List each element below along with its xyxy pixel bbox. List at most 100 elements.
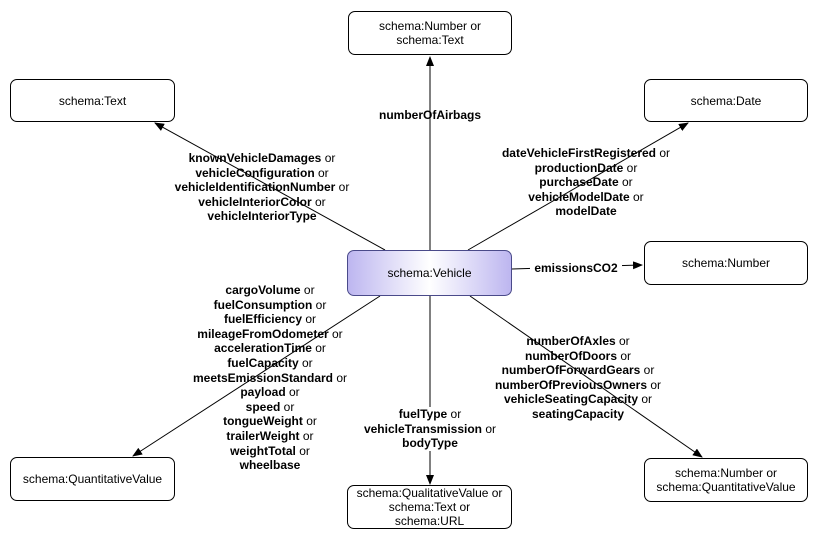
property-name: tongueWeight bbox=[223, 414, 303, 429]
property-name: payload bbox=[240, 385, 286, 400]
or-connector: or bbox=[335, 180, 350, 195]
or-connector: or bbox=[312, 297, 327, 312]
edge-label-row: numberOfDoors or bbox=[489, 349, 667, 364]
node-date[interactable]: schema:Date bbox=[644, 79, 808, 122]
edge-label-row: vehicleInteriorType bbox=[166, 209, 358, 224]
property-name: wheelbase bbox=[239, 458, 301, 473]
property-name: knownVehicleDamages bbox=[188, 151, 322, 165]
edge-label-row: tongueWeight or bbox=[188, 414, 352, 429]
edge-label-row: fuelCapacity or bbox=[188, 356, 352, 371]
edge-label-top: numberOfAirbags bbox=[378, 108, 482, 123]
edge-label-row: dateVehicleFirstRegistered or bbox=[494, 146, 678, 161]
node-text-label: schema:Text bbox=[58, 93, 127, 108]
edge-line-topleft bbox=[154, 122, 386, 251]
property-name: accelerationTime bbox=[214, 341, 312, 356]
edge-label-row: emissionsCO2 bbox=[530, 261, 622, 276]
property-name: vehicleInteriorColor bbox=[198, 194, 312, 209]
or-connector: or bbox=[298, 355, 313, 370]
property-name: numberOfForwardGears bbox=[501, 363, 641, 378]
edge-line-topright bbox=[467, 122, 689, 251]
property-name: speed bbox=[245, 399, 281, 414]
edge-label-row: vehicleTransmission or bbox=[357, 422, 503, 437]
property-name: vehicleInteriorType bbox=[207, 209, 317, 224]
or-connector: or bbox=[302, 312, 317, 327]
property-name: emissionsCO2 bbox=[534, 261, 618, 275]
property-name: productionDate bbox=[534, 160, 624, 175]
node-number-or-quantitative-label: schema:Number or schema:QuantitativeValu… bbox=[656, 466, 796, 494]
node-quantitative-value-label: schema:QuantitativeValue bbox=[22, 472, 163, 486]
edge-label-row: weightTotal or bbox=[188, 444, 352, 459]
edge-label-row: knownVehicleDamages or bbox=[166, 151, 358, 166]
or-connector: or bbox=[656, 146, 671, 160]
node-text[interactable]: schema:Text bbox=[10, 79, 175, 122]
property-name: purchaseDate bbox=[539, 175, 619, 190]
node-number-or-text-label: schema:Number or schema:Text bbox=[378, 19, 482, 47]
edge-label-row: bodyType bbox=[357, 436, 503, 451]
or-connector: or bbox=[321, 151, 336, 165]
property-name: modelDate bbox=[555, 204, 617, 219]
edge-label-row: fuelType or bbox=[357, 407, 503, 422]
edge-label-row: wheelbase bbox=[188, 458, 352, 473]
node-number-or-text[interactable]: schema:Number or schema:Text bbox=[348, 11, 512, 55]
or-connector: or bbox=[482, 421, 497, 436]
edge-label-row: accelerationTime or bbox=[188, 341, 352, 356]
edge-label-row: vehicleModelDate or bbox=[494, 190, 678, 205]
or-connector: or bbox=[640, 363, 655, 378]
node-number-label: schema:Number bbox=[681, 256, 771, 270]
or-connector: or bbox=[295, 443, 310, 458]
node-qualitative-text-url[interactable]: schema:QualitativeValue or schema:Text o… bbox=[347, 485, 512, 529]
or-connector: or bbox=[299, 428, 314, 443]
property-name: vehicleModelDate bbox=[528, 189, 630, 204]
node-date-label: schema:Date bbox=[690, 93, 762, 108]
edge-label-row: numberOfAirbags bbox=[378, 108, 482, 123]
property-name: vehicleTransmission bbox=[363, 421, 483, 436]
node-number-or-quantitative[interactable]: schema:Number or schema:QuantitativeValu… bbox=[644, 458, 808, 502]
edge-label-row: vehicleInteriorColor or bbox=[166, 195, 358, 210]
edge-label-row: trailerWeight or bbox=[188, 429, 352, 444]
or-connector: or bbox=[647, 377, 662, 392]
or-connector: or bbox=[447, 407, 462, 421]
or-connector: or bbox=[629, 189, 644, 204]
or-connector: or bbox=[618, 175, 633, 190]
or-connector: or bbox=[617, 348, 632, 363]
or-connector: or bbox=[302, 414, 317, 429]
node-vehicle[interactable]: schema:Vehicle bbox=[347, 250, 512, 296]
edge-label-row: meetsEmissionStandard or bbox=[188, 371, 352, 386]
edge-label-row: payload or bbox=[188, 385, 352, 400]
node-number[interactable]: schema:Number bbox=[644, 241, 808, 285]
or-connector: or bbox=[285, 385, 300, 400]
edge-label-row: speed or bbox=[188, 400, 352, 415]
property-name: bodyType bbox=[402, 436, 458, 451]
node-vehicle-label: schema:Vehicle bbox=[387, 266, 472, 280]
property-name: fuelCapacity bbox=[227, 355, 299, 370]
property-name: weightTotal bbox=[230, 443, 296, 458]
edge-label-row: vehicleIdentificationNumber or bbox=[166, 180, 358, 195]
property-name: vehicleConfiguration bbox=[195, 165, 315, 180]
or-connector: or bbox=[314, 165, 329, 180]
or-connector: or bbox=[328, 326, 343, 341]
property-name: fuelType bbox=[398, 407, 448, 421]
edge-line-bottomright bbox=[469, 295, 703, 458]
edge-label-row: numberOfAxles or bbox=[489, 334, 667, 349]
or-connector: or bbox=[333, 370, 348, 385]
edge-label-row: numberOfForwardGears or bbox=[489, 363, 667, 378]
property-name: fuelConsumption bbox=[213, 297, 313, 312]
or-connector: or bbox=[615, 334, 630, 348]
edge-label-right: emissionsCO2 bbox=[530, 261, 622, 276]
property-name: numberOfDoors bbox=[524, 348, 617, 363]
edge-line-bottomleft bbox=[132, 295, 381, 457]
edge-label-row: vehicleSeatingCapacity or bbox=[489, 392, 667, 407]
property-name: meetsEmissionStandard bbox=[192, 370, 334, 385]
node-quantitative-value[interactable]: schema:QuantitativeValue bbox=[10, 457, 175, 501]
edge-label-row: numberOfPreviousOwners or bbox=[489, 378, 667, 393]
property-name: seatingCapacity bbox=[531, 406, 625, 421]
edge-label-row: purchaseDate or bbox=[494, 175, 678, 190]
edge-label-row: cargoVolume or bbox=[188, 283, 352, 298]
or-connector: or bbox=[638, 392, 653, 407]
edge-label-row: productionDate or bbox=[494, 161, 678, 176]
